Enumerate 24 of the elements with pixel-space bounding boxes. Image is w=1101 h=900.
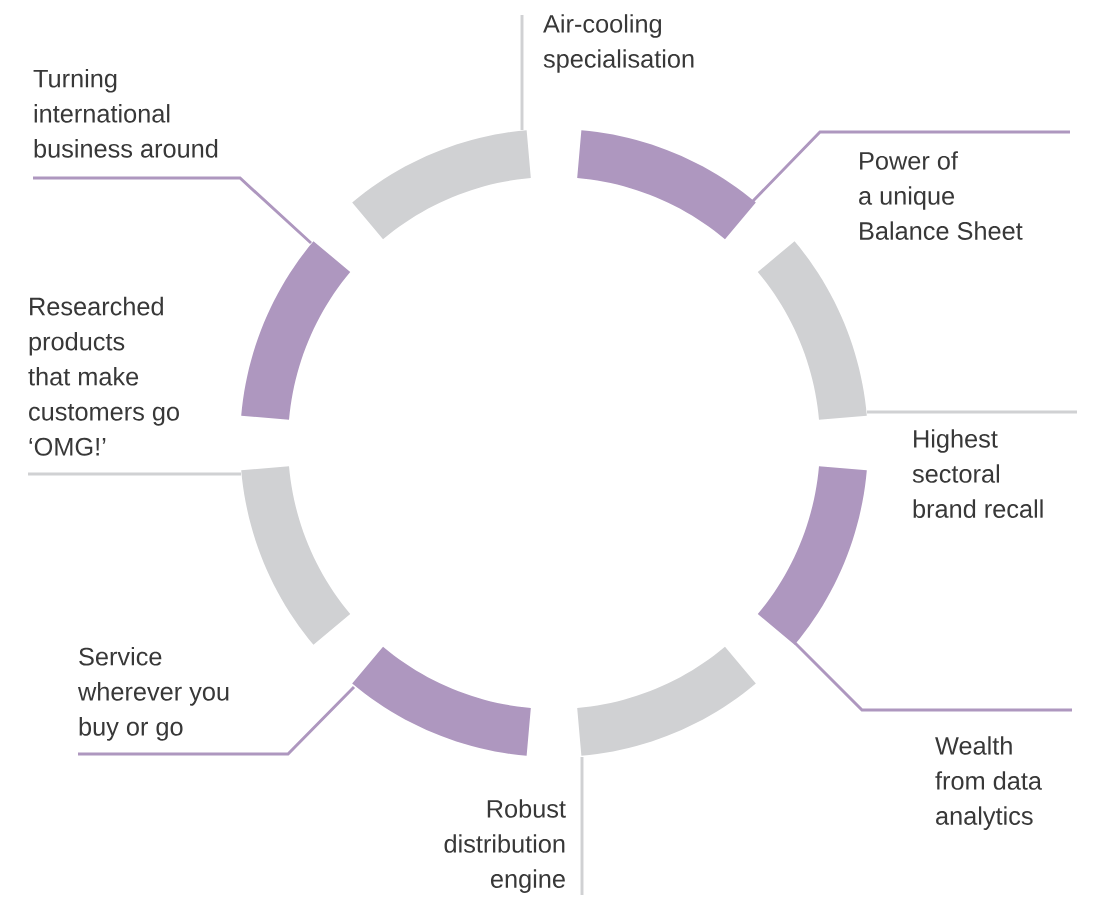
label-text: Researched products that make customers go ‘OMG!’ xyxy=(28,296,179,456)
ring-segment xyxy=(352,130,531,240)
ring-segment xyxy=(757,466,867,645)
ring-segment xyxy=(577,646,756,756)
label-text: Robust distribution engine xyxy=(444,799,566,893)
leader-line xyxy=(793,641,1072,712)
ring-segment xyxy=(241,466,351,645)
label-text: Turning international business around xyxy=(33,69,218,158)
leader-line xyxy=(33,176,312,245)
leader-line xyxy=(520,15,524,130)
ring-segment xyxy=(757,241,867,420)
leader-line xyxy=(867,410,1077,414)
ring-segment xyxy=(352,646,531,756)
ring-segment xyxy=(241,241,351,420)
leader-line xyxy=(580,757,584,895)
leader-line xyxy=(78,685,356,756)
label-text: Wealth from data analytics xyxy=(935,736,1042,830)
leader-line xyxy=(751,130,1070,203)
label-text: Highest sectoral brand recall xyxy=(912,429,1043,518)
ring-segment xyxy=(577,130,756,240)
label-text: Power of a unique Balance Sheet xyxy=(859,151,1023,240)
label-text: Service wherever you buy or go xyxy=(77,647,229,741)
label-text: Air-cooling specialisation xyxy=(543,14,694,73)
leader-line xyxy=(28,472,241,476)
